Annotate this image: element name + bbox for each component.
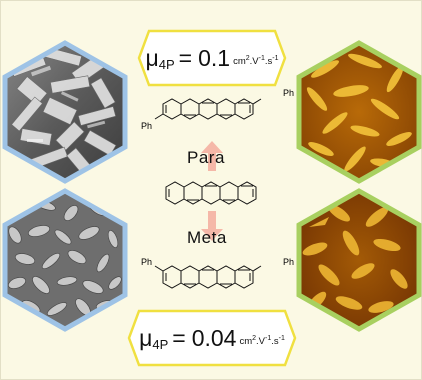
phenyl-label-left: Ph [141,257,153,267]
afm-image-para [295,39,422,185]
sem-image-para [1,39,129,185]
mobility-symbol: μ [139,324,153,351]
mobility-symbol: μ [145,44,159,71]
mobility-value: 0.04 [191,324,237,351]
mobility-subscript: 4P [152,336,169,352]
para-molecule-structure: Ph Ph [137,84,299,138]
equals-sign: = [172,324,186,351]
mobility-subscript: 4P [158,56,175,72]
arrow-down-icon [201,211,223,241]
phenyl-label-left: Ph [141,121,153,131]
afm-image-meta [295,187,422,333]
pentacene-structure [156,173,268,213]
meta-molecule-structure: Ph Ph [137,245,299,305]
arrow-up-icon [201,141,223,171]
phenyl-label-right: Ph [283,257,295,267]
mobility-value: 0.1 [198,44,231,71]
phenyl-label-right: Ph [283,88,295,98]
meta-label: Meta [187,228,227,247]
mobility-unit: cm2.V-1.s-1 [239,334,285,348]
para-label: Para [187,148,225,167]
sem-image-meta [1,187,129,333]
equals-sign: = [178,44,193,71]
mobility-unit: cm2.V-1.s-1 [233,54,279,68]
